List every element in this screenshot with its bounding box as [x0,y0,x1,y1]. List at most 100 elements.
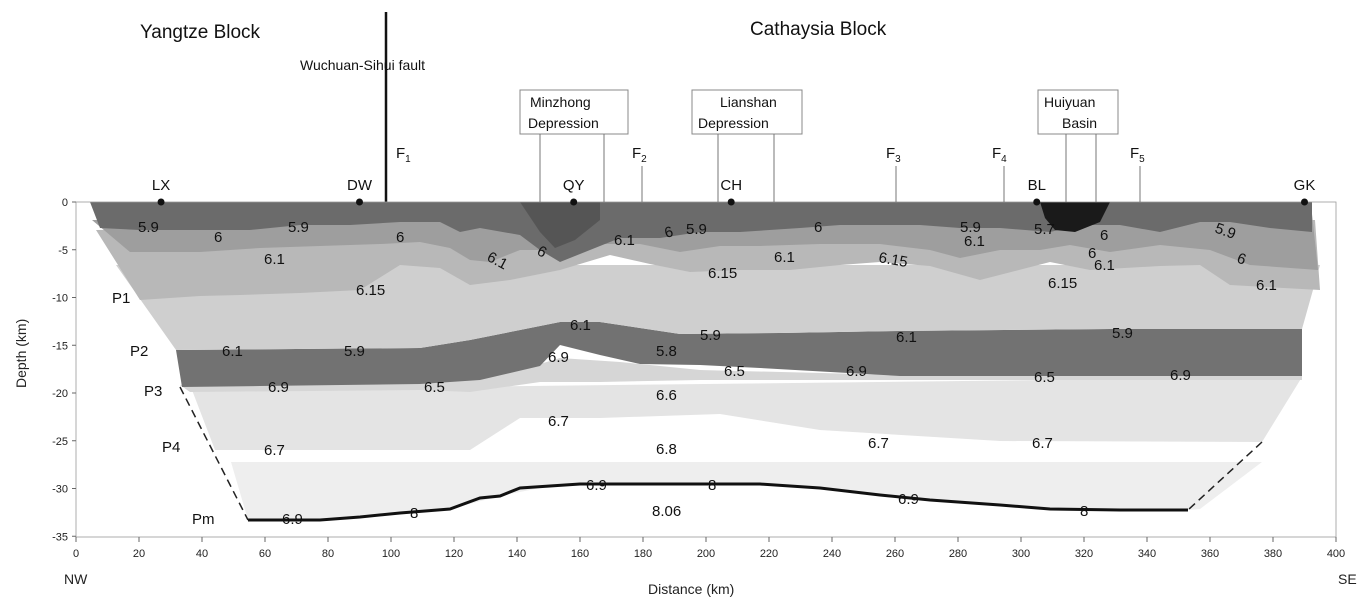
velocity-label: 6.1 [1256,277,1277,294]
fault-letter: F [886,145,895,162]
x-tick-label: 280 [949,548,967,560]
x-tick-label: 260 [886,548,904,560]
yangtze-block-label: Yangtze Block [140,22,261,43]
velocity-label: 6.6 [656,387,677,404]
x-tick-label: 80 [322,548,334,560]
fault-subscript: 4 [1001,154,1007,165]
velocity-label: 8 [1080,503,1088,520]
fault-subscript: 5 [1139,154,1145,165]
velocity-label: 6 [214,229,222,246]
svg-text:F2: F2 [632,145,647,165]
y-axis-title: Depth (km) [13,319,29,388]
annotation-line: Depression [528,115,599,131]
velocity-label: 5.9 [288,219,309,236]
velocity-label: 8.06 [652,503,681,520]
left-dashed-boundary [179,386,249,521]
p1-band-fill [116,265,1320,350]
p3-band-fill [180,358,1302,392]
velocity-label: 6.7 [868,435,889,452]
minzhong-annotation: Minzhong Depression [519,89,629,202]
fault-letter: F [992,145,1001,162]
velocity-labels: 5.9 6 5.9 6 6.1 6.15 6.1 6 6.1 6 5.9 6.1… [138,219,1277,528]
velocity-label: 6.15 [1048,275,1077,292]
station-marker [570,198,578,206]
fault-subscript: 3 [895,154,901,165]
annotation-line: Minzhong [530,94,591,110]
p4-band-fill [192,377,1302,450]
station-label: CH [720,177,742,194]
velocity-label: 6.9 [846,363,867,380]
velocity-label: 5.9 [700,327,721,344]
layer-label-pm: Pm [192,511,215,528]
velocity-label: 8 [708,477,716,494]
annotation-line: Lianshan [720,94,777,110]
station-marker [157,198,165,206]
fault-f2: F2 [632,145,647,202]
fault-subscript: 1 [405,154,411,165]
velocity-label: 6.15 [877,249,909,271]
x-tick-label: 60 [259,548,271,560]
cathaysia-block-label: Cathaysia Block [750,19,887,40]
y-tick-label: -15 [52,340,68,352]
annotation-line: Huiyuan [1044,94,1095,110]
huiyuan-basin-fill [1040,202,1110,232]
lianshan-annotation: Lianshan Depression [691,89,803,202]
y-axis: 0-5-10-15-20-25-30-35 [52,197,76,543]
velocity-label: 6.8 [656,441,677,458]
velocity-label: 6.5 [1034,369,1055,386]
fault-letter: F [632,145,641,162]
y-tick-label: -10 [52,293,68,305]
fault-f5: F5 [1130,145,1145,202]
station-label: DW [347,177,373,194]
velocity-label: 5.9 [1213,220,1238,243]
se-label: SE [1338,571,1357,587]
velocity-label: 6.9 [282,511,303,528]
station-marker [356,198,363,206]
velocity-label: 5.9 [1112,325,1133,342]
y-tick-label: 0 [62,197,68,209]
x-tick-label: 0 [73,548,79,560]
station-marker [727,198,735,206]
qy-depression-fill [520,202,600,248]
fault-subscript: 2 [641,154,647,165]
x-tick-label: 300 [1012,548,1030,560]
station-label: BL [1028,177,1046,194]
fault-letter: F [1130,145,1139,162]
svg-text:F3: F3 [886,145,901,165]
fault-f1: F1 [396,145,411,165]
velocity-label: 6.7 [1032,435,1053,452]
layer-label-p3: P3 [144,383,162,400]
x-axis-title: Distance (km) [648,581,734,597]
y-tick-label: -25 [52,436,68,448]
velocity-label: 8 [410,505,418,522]
velocity-label: 6.9 [898,491,919,508]
annotation-line: Basin [1062,115,1097,131]
station-marker [1033,198,1041,206]
x-tick-label: 320 [1075,548,1093,560]
fault-f4: F4 [992,145,1007,202]
x-tick-label: 360 [1201,548,1219,560]
station-label: QY [563,177,585,194]
velocity-label: 6.1 [1094,257,1115,274]
velocity-label: 6.9 [548,349,569,366]
x-tick-label: 380 [1264,548,1282,560]
velocity-label: 5.8 [656,343,677,360]
velocity-label: 6.5 [424,379,445,396]
velocity-label: 6.9 [586,477,607,494]
x-tick-label: 140 [508,548,526,560]
velocity-label: 6.15 [356,282,385,299]
p2-band-fill [176,322,1302,387]
velocity-label: 6.1 [614,232,635,249]
x-tick-label: 120 [445,548,463,560]
x-tick-label: 400 [1327,548,1345,560]
y-tick-label: -30 [52,484,68,496]
x-tick-label: 220 [760,548,778,560]
y-tick-label: -20 [52,388,68,400]
fault-name-label: Wuchuan-Sihui fault [300,57,425,73]
velocity-label: 6 [1100,227,1108,244]
x-tick-label: 20 [133,548,145,560]
svg-text:F5: F5 [1130,145,1145,165]
moho-line [248,482,1188,522]
